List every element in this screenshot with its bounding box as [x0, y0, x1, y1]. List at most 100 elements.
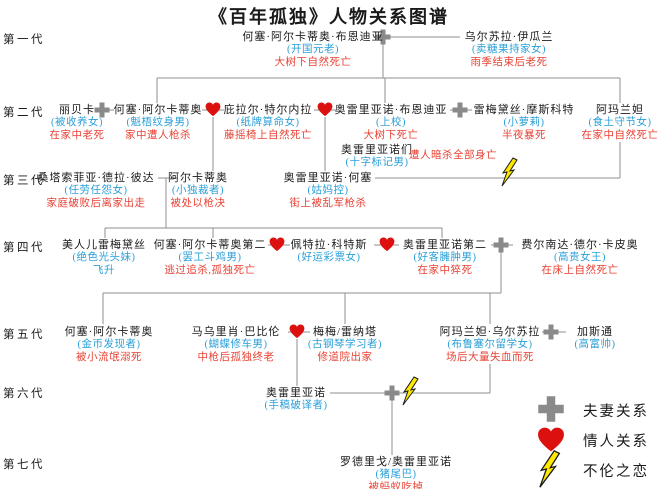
person-descriptor: (好运彩票女): [297, 252, 361, 263]
person-name: 桑塔索菲亚·德拉·彼达: [37, 172, 155, 184]
person-fate: 半夜暴死: [502, 129, 546, 141]
cross-icon: [493, 237, 509, 253]
person-fate: 藤摇椅上自然死亡: [224, 129, 312, 141]
person-fate: 在家中猝死: [417, 264, 473, 276]
person-descriptor: (小独裁者): [172, 185, 224, 196]
person-node-aureliano-jose: 奥雷里亚诺·何塞(姑妈控)街上被乱军枪杀: [243, 172, 413, 210]
person-node-santa-sofia: 桑塔索菲亚·德拉·彼达(任劳任怨女)家庭破败后离家出走: [11, 172, 181, 210]
person-node-pilar-ternera: 庇拉尔·特尔内拉(纸牌算命女)藤摇椅上自然死亡: [183, 104, 353, 142]
person-name: 佩特拉·科特斯: [290, 239, 368, 251]
person-descriptor: (被收养女): [51, 117, 103, 128]
person-fate: 中枪后孤独终老: [197, 351, 275, 363]
person-fate: 街上被乱军枪杀: [289, 197, 367, 209]
person-fate: 被处以枪决: [170, 197, 226, 209]
person-node-ursula-iguaran: 乌尔苏拉·伊瓜兰(卖糖果持家女)雨季结束后老死: [424, 31, 594, 69]
person-fate: 场后大量失血而死: [446, 351, 534, 363]
person-name: 加斯通: [577, 326, 613, 338]
person-node-jose-arcadio-buendia: 何塞·阿尔卡蒂奥·布恩迪亚(开国元老)大树下自然死亡: [228, 31, 398, 69]
person-fate: 家庭破败后离家出走: [46, 197, 146, 209]
heart-icon: [205, 102, 221, 117]
heart-icon: [289, 324, 305, 339]
person-descriptor: (高贵女王): [554, 252, 606, 263]
person-name: 马乌里肖·巴比伦: [191, 326, 281, 338]
person-name: 庇拉尔·特尔内拉: [223, 104, 313, 116]
person-node-petra-cotes: 佩特拉·科特斯(好运彩票女): [244, 239, 414, 265]
page-title: 《百年孤独》人物关系图谱: [209, 7, 449, 27]
person-name: 罗德里戈/奥雷里亚诺: [339, 456, 453, 468]
person-name: 丽贝卡: [59, 104, 95, 116]
cross-icon: [375, 29, 391, 45]
person-name: 何塞·阿尔卡蒂奥: [64, 326, 154, 338]
lightning-icon: [501, 157, 518, 187]
person-descriptor: (任劳任怨女): [64, 185, 128, 196]
lightning-icon: [402, 376, 419, 406]
person-name: 何塞·阿尔卡蒂奥·布恩迪亚: [242, 31, 384, 43]
person-descriptor: (上校): [376, 117, 406, 128]
person-node-aureliano-buendia: 奥雷里亚诺·布恩迪亚(上校)大树下死亡: [306, 104, 476, 142]
cross-icon: [538, 396, 564, 422]
person-fate: 遭人暗杀全部身亡: [409, 150, 497, 161]
person-fate: 逃过追杀,孤独死亡: [164, 264, 256, 276]
person-fate: 雨季结束后老死: [470, 56, 548, 68]
person-descriptor: (绝色光头妹): [72, 252, 136, 263]
person-fate: 大树下自然死亡: [274, 56, 352, 68]
generation-label-2: 第二代: [3, 107, 45, 119]
person-name: 奥雷里亚诺们: [341, 144, 413, 156]
person-descriptor: (卖糖果持家女): [472, 44, 546, 55]
generation-label-7: 第七代: [3, 459, 45, 471]
person-name: 奥雷里亚诺·布恩迪亚: [334, 104, 448, 116]
person-node-aureliano-vi: 奥雷里亚诺(手稿破译者): [211, 387, 381, 413]
person-name: 阿尔卡蒂奥: [168, 172, 228, 184]
person-fate: 大树下死亡: [363, 129, 419, 141]
person-node-aureliano-ii: 奥雷里亚诺第二(好客臃肿男)在家中猝死: [360, 239, 530, 277]
person-descriptor: (纸牌算命女): [236, 117, 300, 128]
person-descriptor: (食土守节女): [588, 117, 652, 128]
generation-label-4: 第四代: [3, 242, 45, 254]
person-descriptor: (布鲁塞尔留学女): [447, 339, 533, 350]
person-node-aurelianos-fate: 遭人暗杀全部身亡: [368, 150, 538, 163]
person-node-jose-arcadio: 何塞·阿尔卡蒂奥(魁梧纹身男)家中遭人枪杀: [73, 104, 243, 142]
person-fate: 被蚂蚁吃掉: [368, 481, 424, 489]
person-node-fernanda: 费尔南达·德尔·卡皮奥(高贵女王)在床上自然死亡: [495, 239, 658, 277]
generation-label-1: 第一代: [3, 34, 45, 46]
person-node-amaranta-ursula: 阿玛兰妲·乌尔苏拉(布鲁塞尔留学女)场后大量失血而死: [405, 326, 575, 364]
person-name: 奥雷里亚诺: [266, 387, 326, 399]
person-name: 费尔南达·德尔·卡皮奥: [521, 239, 639, 251]
person-name: 美人儿雷梅黛丝: [62, 239, 146, 251]
generation-label-3: 第三代: [3, 175, 45, 187]
legend-label-cross: 夫妻关系: [583, 404, 649, 420]
cross-icon: [384, 385, 400, 401]
person-node-aurelianos: 奥雷里亚诺们(十字标记男): [292, 144, 462, 170]
person-node-gaston: 加斯通(高富帅): [510, 326, 658, 352]
person-descriptor: (金币发现者): [77, 339, 141, 350]
cross-icon: [452, 102, 468, 118]
heart-icon: [317, 102, 333, 117]
person-name: 何塞·阿尔卡蒂奥: [113, 104, 203, 116]
person-name: 何塞·阿尔卡蒂奥第二: [153, 239, 267, 251]
person-descriptor: (魁梧纹身男): [126, 117, 190, 128]
person-name: 阿玛兰妲: [596, 104, 644, 116]
person-name: 奥雷里亚诺第二: [403, 239, 487, 251]
person-fate: 修道院出家: [317, 351, 373, 363]
person-name: 雷梅黛丝·摩斯科特: [473, 104, 575, 116]
person-fate: 在家中自然死亡: [581, 129, 658, 141]
heart-icon: [538, 427, 564, 452]
person-descriptor: (蝴蝶修车男): [204, 339, 268, 350]
cross-icon: [94, 102, 110, 118]
person-descriptor: (好客臃肿男): [413, 252, 477, 263]
person-name: 奥雷里亚诺·何塞: [283, 172, 373, 184]
cross-icon: [543, 324, 559, 340]
legend-label-lightning: 不伦之恋: [583, 464, 649, 480]
generation-label-6: 第六代: [3, 388, 45, 400]
person-node-arcadio: 阿尔卡蒂奥(小独裁者)被处以枪决: [113, 172, 283, 210]
person-node-amaranta: 阿玛兰妲(食土守节女)在家中自然死亡: [535, 104, 658, 142]
person-node-remedios-beauty: 美人儿雷梅黛丝(绝色光头妹)飞升: [19, 239, 189, 277]
person-descriptor: (开国元老): [287, 44, 339, 55]
person-descriptor: (小萝莉): [503, 117, 545, 128]
person-node-jose-arcadio-v: 何塞·阿尔卡蒂奥(金币发现者)被小流氓溺死: [24, 326, 194, 364]
person-descriptor: (古钢琴学习者): [308, 339, 382, 350]
person-descriptor: 飞升: [93, 264, 115, 276]
person-fate: 家中遭人枪杀: [125, 129, 191, 141]
